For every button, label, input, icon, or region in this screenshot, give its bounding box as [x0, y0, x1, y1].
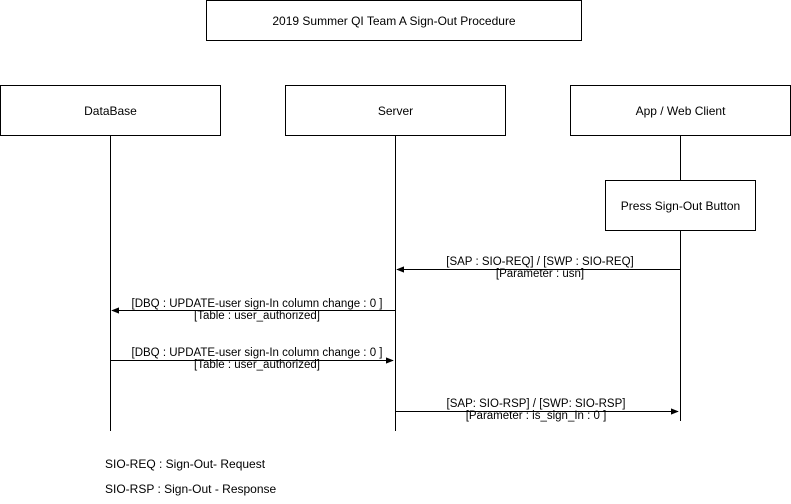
- message-dbq-response-line2: [Table : user_authorized]: [194, 359, 320, 371]
- message-sio-req-line2: [Parameter : usn]: [495, 268, 585, 280]
- legend-sio-rsp: SIO-RSP : Sign-Out - Response: [105, 482, 277, 496]
- action-press-sign-out: Press Sign-Out Button: [605, 180, 756, 231]
- message-sio-req: [SAP : SIO-REQ] / [SWP : SIO-REQ] [Param…: [446, 256, 633, 280]
- participant-client: App / Web Client: [570, 85, 791, 136]
- diagram-title: 2019 Summer QI Team A Sign-Out Procedure: [206, 0, 582, 41]
- lifeline-server: [395, 136, 396, 431]
- message-sio-rsp-line2: [Parameter : is_sign_In : 0 ]: [465, 410, 607, 422]
- lifeline-database: [110, 136, 111, 431]
- message-dbq-request-line2: [Table : user_authorized]: [194, 310, 320, 322]
- message-dbq-response: [DBQ : UPDATE-user sign-In column change…: [132, 347, 383, 371]
- message-dbq-request: [DBQ : UPDATE-user sign-In column change…: [132, 298, 383, 322]
- message-sio-rsp-line1: [SAP: SIO-RSP] / [SWP: SIO-RSP]: [446, 398, 626, 410]
- message-sio-req-line1: [SAP : SIO-REQ] / [SWP : SIO-REQ]: [446, 256, 634, 268]
- message-dbq-request-line1: [DBQ : UPDATE-user sign-In column change…: [131, 298, 383, 310]
- message-dbq-response-line1: [DBQ : UPDATE-user sign-In column change…: [131, 347, 383, 359]
- lifeline-client-upper: [680, 136, 681, 180]
- legend-sio-req: SIO-REQ : Sign-Out- Request: [105, 457, 266, 471]
- participant-database: DataBase: [0, 85, 221, 136]
- lifeline-client-lower: [680, 230, 681, 421]
- message-sio-rsp: [SAP: SIO-RSP] / [SWP: SIO-RSP] [Paramet…: [447, 398, 626, 422]
- participant-server: Server: [285, 85, 506, 136]
